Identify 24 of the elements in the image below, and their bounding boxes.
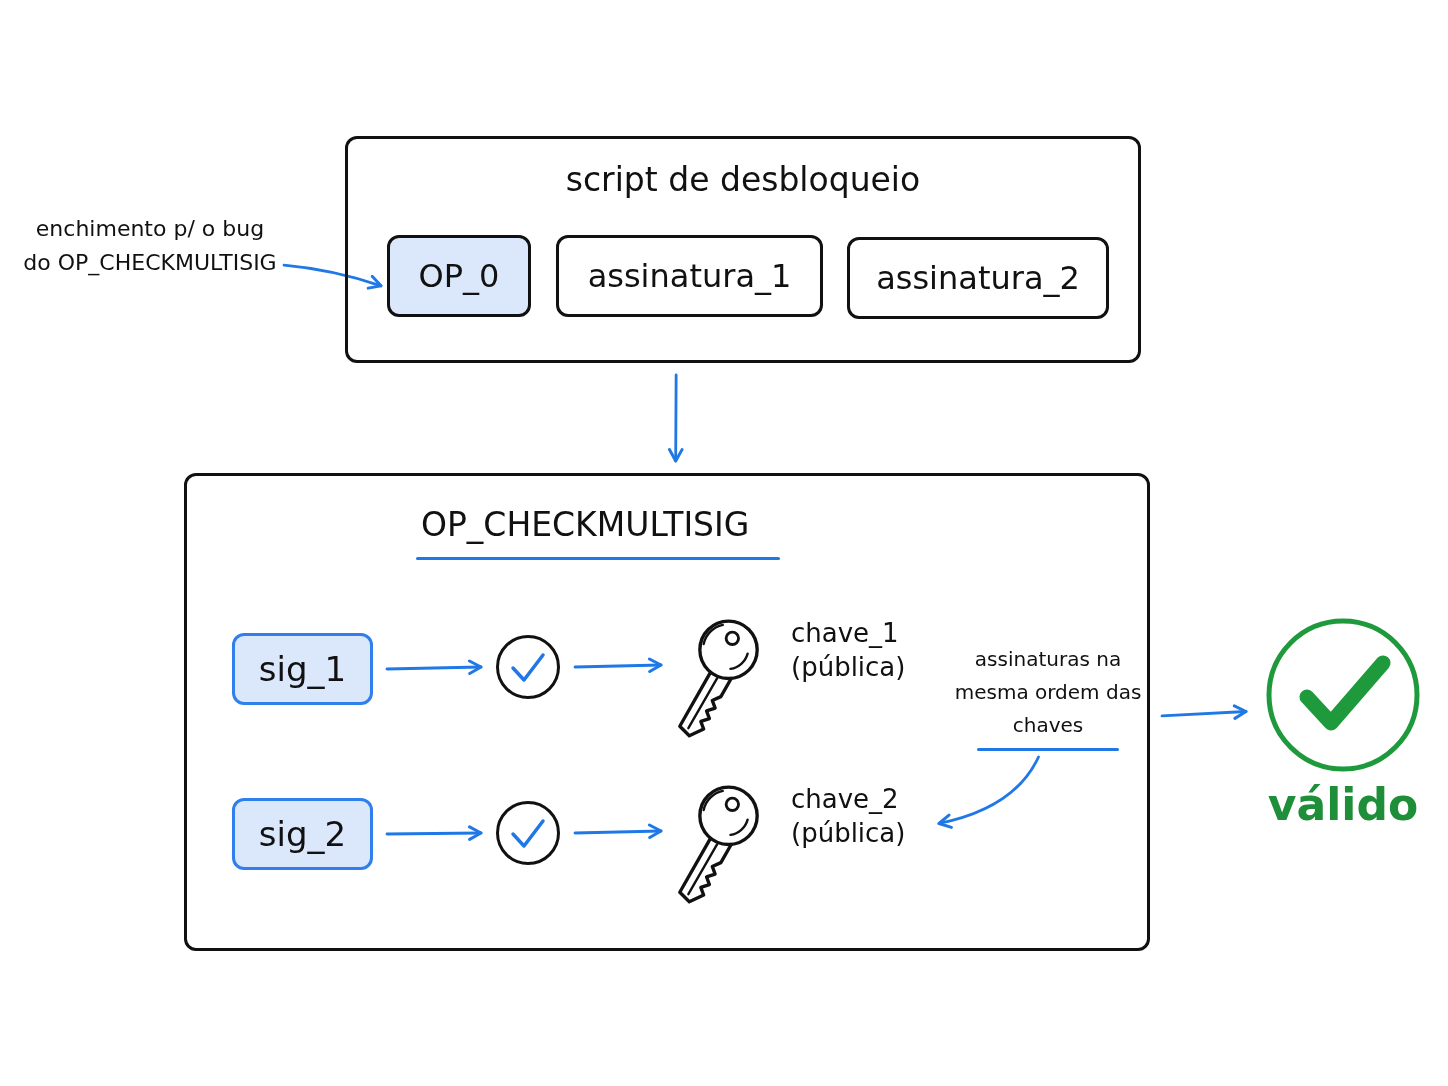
group-title: OP_CHECKMULTISIG (421, 504, 750, 546)
caption-text: chave_1 (pública) (791, 617, 907, 684)
arrow (573, 823, 663, 840)
arrow (573, 657, 663, 674)
arrow (385, 825, 483, 841)
check-circle (495, 800, 561, 866)
caption-text: chave_2 (pública) (791, 783, 907, 850)
script-item: OP_0 (387, 235, 531, 317)
annotation-text: enchimento p/ o bug do OP_CHECKMULTISIG (22, 212, 278, 281)
arrow (937, 755, 1040, 829)
group-title: script de desbloqueio (565, 159, 921, 201)
script-item: assinatura_1 (556, 235, 823, 317)
script-item: assinatura_2 (847, 237, 1109, 319)
arrow (668, 373, 684, 463)
annotation-text: assinaturas na mesma ordem das chaves (953, 646, 1143, 739)
arrow (1160, 704, 1248, 720)
check-circle (495, 634, 561, 700)
signature-item: sig_1 (232, 633, 373, 705)
arrow (282, 263, 383, 290)
status-label: válido (1267, 783, 1419, 827)
arrow (385, 659, 483, 675)
signature-item: sig_2 (232, 798, 373, 870)
group-frame (184, 473, 1150, 951)
group-frame (345, 136, 1141, 363)
